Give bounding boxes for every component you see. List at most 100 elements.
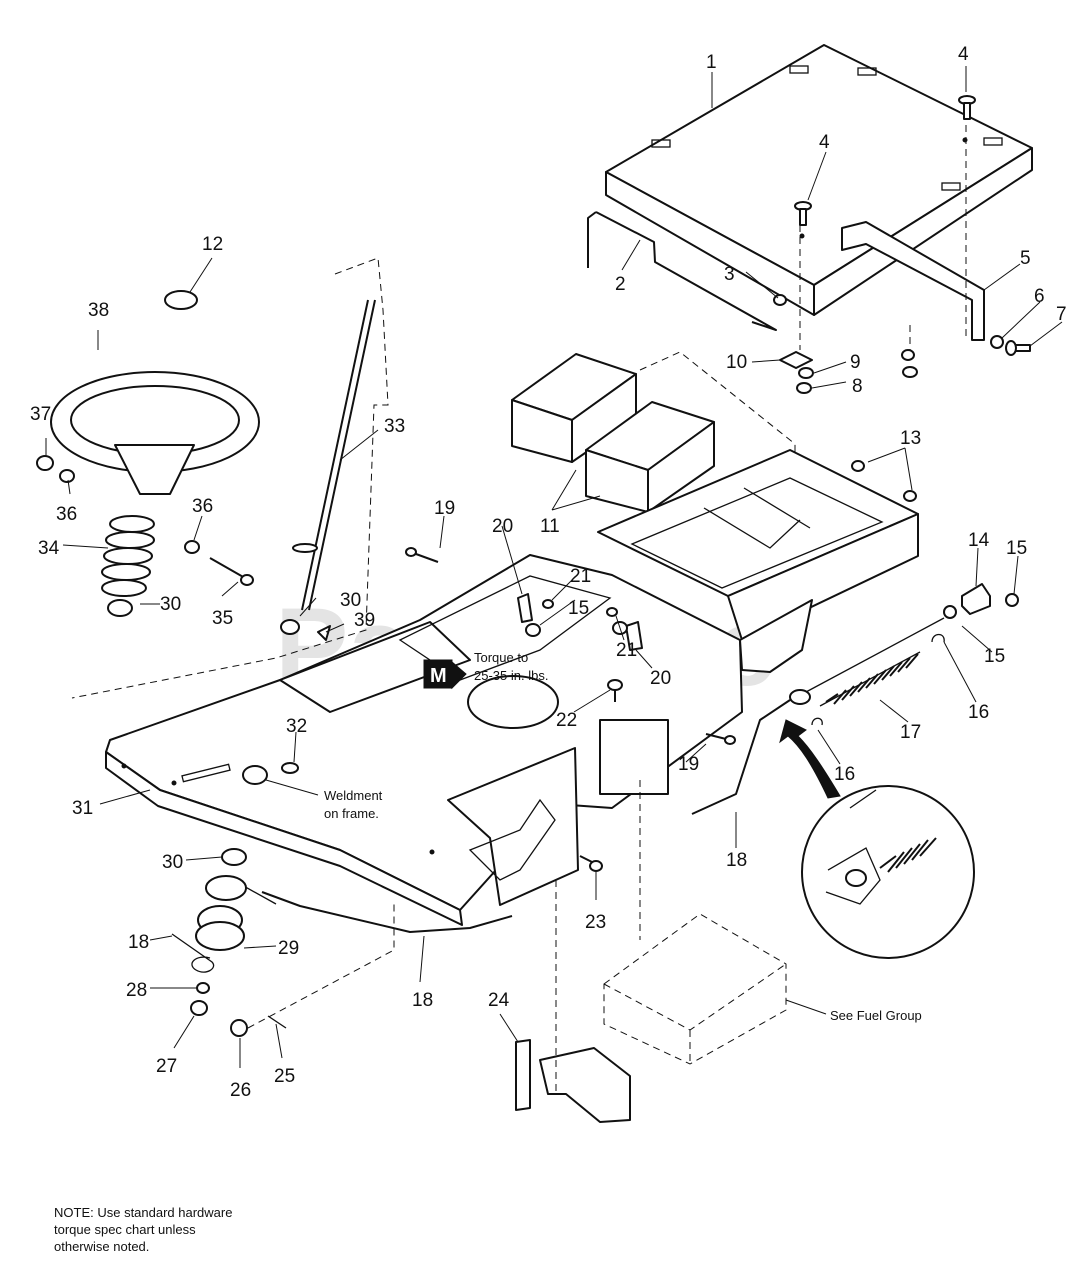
callout-30b: 30 bbox=[340, 590, 361, 611]
callout-33: 33 bbox=[384, 416, 405, 437]
seat-cushion-left bbox=[511, 353, 637, 463]
callout-13: 13 bbox=[900, 428, 921, 449]
callout-19a: 19 bbox=[434, 498, 455, 519]
callout-26: 26 bbox=[230, 1080, 251, 1101]
steering-shaft bbox=[292, 299, 376, 611]
carriage-bolt-4a bbox=[958, 95, 976, 120]
washer-36b bbox=[184, 540, 200, 554]
bushing-30b bbox=[280, 619, 300, 635]
main-frame bbox=[105, 554, 743, 926]
callout-20b: 20 bbox=[650, 668, 671, 689]
callout-5: 5 bbox=[1020, 248, 1031, 269]
callout-6: 6 bbox=[1034, 286, 1045, 307]
washer-21a bbox=[542, 599, 554, 609]
bolt-7 bbox=[1005, 340, 1031, 356]
bolt-23 bbox=[579, 855, 603, 872]
pulley-29 bbox=[195, 875, 247, 951]
washer-6 bbox=[990, 335, 1004, 349]
nut-30c bbox=[221, 848, 247, 866]
callout-1: 1 bbox=[706, 52, 717, 73]
callout-21b: 21 bbox=[616, 640, 637, 661]
callout-4a: 4 bbox=[958, 44, 969, 65]
callout-15c: 15 bbox=[984, 646, 1005, 667]
nut-8a bbox=[796, 382, 812, 394]
cable-rod bbox=[805, 617, 945, 693]
callout-24: 24 bbox=[488, 990, 510, 1011]
callout-23: 23 bbox=[585, 912, 606, 933]
frame-opening bbox=[467, 675, 559, 729]
spring-18 bbox=[171, 933, 215, 973]
fuel-tank-outline bbox=[603, 913, 787, 1065]
callout-11: 11 bbox=[540, 516, 560, 537]
bushing-30a bbox=[107, 599, 133, 617]
callout-20a: 20 bbox=[492, 516, 513, 537]
clip-10 bbox=[779, 351, 813, 369]
pin-25 bbox=[267, 1015, 287, 1029]
cap-12 bbox=[164, 290, 198, 310]
bolt-22 bbox=[607, 679, 623, 702]
callout-8: 8 bbox=[852, 376, 863, 397]
callout-15a: 15 bbox=[1006, 538, 1027, 559]
note-line-3: otherwise noted. bbox=[54, 1239, 150, 1254]
nut-15a bbox=[525, 623, 541, 637]
washer-21b bbox=[606, 607, 618, 617]
callout-38: 38 bbox=[88, 300, 109, 321]
washer-28 bbox=[196, 982, 210, 994]
hardware-note: NOTE: Use standard hardware torque spec … bbox=[54, 1204, 314, 1255]
bolt-35 bbox=[209, 557, 254, 586]
callout-34: 34 bbox=[38, 538, 60, 559]
callout-31: 31 bbox=[72, 798, 93, 819]
callout-29: 29 bbox=[278, 938, 299, 959]
callout-21a: 21 bbox=[570, 566, 591, 587]
callout-16a: 16 bbox=[968, 702, 989, 723]
callout-32: 32 bbox=[286, 716, 307, 737]
callout-39: 39 bbox=[354, 610, 375, 631]
svg-text:M: M bbox=[430, 665, 447, 687]
torque-badge: M bbox=[423, 659, 467, 690]
callout-16b: 16 bbox=[834, 764, 855, 785]
seat-support-frame bbox=[597, 449, 919, 795]
cable-fitting bbox=[789, 689, 811, 705]
callout-22: 22 bbox=[556, 710, 577, 731]
nut-37 bbox=[36, 455, 54, 471]
weldment-line-2: on frame. bbox=[324, 806, 379, 821]
note-line-1: NOTE: Use standard hardware bbox=[54, 1205, 233, 1220]
spring-clip-16a bbox=[931, 633, 945, 643]
callout-18a: 18 bbox=[726, 850, 747, 871]
callout-2: 2 bbox=[615, 274, 626, 295]
callout-18b: 18 bbox=[128, 932, 149, 953]
callout-18c: 18 bbox=[412, 990, 433, 1011]
callout-14: 14 bbox=[968, 530, 990, 551]
steering-wheel bbox=[50, 371, 260, 495]
nut-15d bbox=[943, 605, 957, 619]
steering-assembly-outline bbox=[71, 257, 389, 699]
spring-17 bbox=[819, 651, 921, 707]
torque-line-2: 25-35 in. lbs. bbox=[474, 668, 548, 683]
callout-10: 10 bbox=[726, 352, 747, 373]
callout-37: 37 bbox=[30, 404, 51, 425]
bolt-13 bbox=[851, 460, 917, 502]
callout-25: 25 bbox=[274, 1066, 295, 1087]
callout-30c: 30 bbox=[162, 852, 183, 873]
weldment-line-1: Weldment bbox=[324, 788, 383, 803]
nut-9a bbox=[798, 367, 814, 379]
bolt-19b bbox=[705, 733, 736, 745]
callout-9: 9 bbox=[850, 352, 861, 373]
callout-7: 7 bbox=[1056, 304, 1067, 325]
washer-36a bbox=[59, 469, 75, 483]
torque-line-1: Torque to bbox=[474, 650, 528, 665]
callout-27: 27 bbox=[156, 1056, 177, 1077]
nut-15c bbox=[1005, 593, 1019, 607]
carriage-bolt-4b bbox=[794, 201, 812, 226]
arrow-to-detail bbox=[779, 719, 841, 799]
detail-view bbox=[801, 785, 975, 959]
callout-28: 28 bbox=[126, 980, 147, 1001]
spring-clip-16b bbox=[811, 717, 823, 726]
bolt-19a bbox=[405, 547, 439, 563]
callout-15b: 15 bbox=[568, 598, 589, 619]
fuel-group-label: See Fuel Group bbox=[830, 1008, 922, 1023]
clip-39 bbox=[317, 625, 331, 641]
bolt-26 bbox=[230, 1019, 248, 1037]
callout-35: 35 bbox=[212, 608, 233, 629]
callout-17: 17 bbox=[900, 722, 921, 743]
